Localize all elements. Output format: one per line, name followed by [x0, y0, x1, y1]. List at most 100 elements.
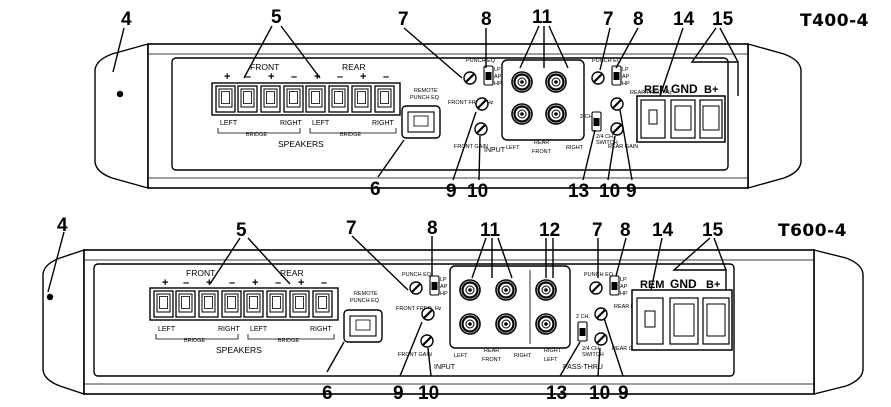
pass-thru-label: PASS-THRU	[563, 364, 603, 371]
callout-11: 11	[480, 220, 501, 241]
heatsink-right-cap	[813, 249, 864, 395]
ap-label-front: AP	[440, 284, 448, 290]
punch-eq-knob-rear[interactable]	[590, 70, 606, 86]
callout-9-rear: 9	[626, 181, 637, 202]
front-label: FRONT	[186, 268, 215, 278]
speakers-label: SPEAKERS	[278, 139, 324, 149]
rca-pass-thru-left[interactable]	[534, 312, 558, 336]
rear-gain-label: REAR GAIN	[608, 144, 638, 150]
gnd-label: GND	[671, 82, 698, 96]
plus-2: +	[268, 71, 274, 83]
rca-front-right[interactable]	[494, 312, 518, 336]
bridge-label-front: BRIDGE	[184, 338, 205, 344]
rca-left-label: LEFT	[506, 145, 520, 151]
ap-label-rear: AP	[622, 74, 630, 80]
front-gain-knob[interactable]	[473, 121, 489, 137]
amplifier-t600-4: FRONT REAR + – + – + – + – LEFT RIGHT LE…	[42, 215, 864, 404]
minus-3: –	[275, 277, 281, 289]
minus-2: –	[291, 71, 297, 83]
rear-freq-knob[interactable]	[609, 96, 625, 112]
rca-rear-right[interactable]	[544, 70, 568, 94]
rca-input-panel	[501, 59, 585, 141]
rca-pass-thru-right[interactable]	[534, 278, 558, 302]
minus-4: –	[383, 71, 389, 83]
callout-6: 6	[322, 383, 333, 404]
plus-4: +	[298, 277, 304, 289]
callout-14: 14	[652, 220, 674, 241]
callout-7-rear: 7	[592, 220, 603, 241]
lp-label-rear: LP	[622, 67, 629, 73]
rca-left-label: LEFT	[454, 353, 468, 359]
rca-rear-label: REAR	[534, 140, 549, 146]
callout-10-rear: 10	[599, 181, 620, 202]
front-freq-knob[interactable]	[474, 96, 490, 112]
ch-switch-label-2: 2/4 CH.	[596, 134, 615, 140]
amplifier-t400-4: FRONT REAR + – + – + – + – LEFT RIGHT LE…	[94, 7, 869, 202]
rca-rear-left[interactable]	[510, 70, 534, 94]
plus-1: +	[224, 71, 230, 83]
callout-9-front: 9	[393, 383, 404, 404]
rear-label: REAR	[280, 268, 304, 278]
front-gain-knob[interactable]	[419, 333, 435, 349]
rca-front-left[interactable]	[510, 102, 534, 126]
rear-gain-label: REAR GAIN	[612, 346, 642, 352]
callout-7-rear: 7	[603, 9, 614, 30]
remote-label: REMOTE	[414, 88, 438, 94]
rear-gain-knob[interactable]	[593, 331, 609, 347]
front-freq-knob[interactable]	[420, 306, 436, 322]
callout-4: 4	[57, 215, 68, 236]
front-gain-label: FRONT GAIN	[398, 352, 432, 358]
channel-switch[interactable]	[577, 321, 588, 342]
rca-front-left[interactable]	[458, 312, 482, 336]
rca-input-panel	[449, 265, 571, 349]
power-terminal-block	[636, 95, 726, 143]
minus-2: –	[229, 277, 235, 289]
bplus-label: B+	[706, 279, 720, 291]
right-label-rear: RIGHT	[310, 326, 333, 333]
rear-gain-knob[interactable]	[609, 121, 625, 137]
punch-eq-label-rear: PUNCH EQ	[584, 272, 614, 278]
left-label-rear: LEFT	[312, 120, 330, 127]
callout-15: 15	[702, 220, 724, 241]
punch-eq-knob-rear[interactable]	[588, 280, 604, 296]
plus-3: +	[252, 277, 258, 289]
punch-eq-label-rear: PUNCH EQ	[592, 58, 622, 64]
filter-switch-front[interactable]	[483, 65, 494, 86]
plus-2: +	[206, 277, 212, 289]
lp-label-rear: LP	[620, 277, 627, 283]
input-label: INPUT	[434, 364, 456, 371]
rear-freq-knob[interactable]	[593, 306, 609, 322]
plus-4: +	[360, 71, 366, 83]
speaker-terminal-block	[211, 82, 401, 116]
input-label: INPUT	[484, 147, 506, 154]
ch-switch-label-2: 2/4 CH.	[582, 346, 601, 352]
callout-13: 13	[546, 383, 567, 404]
rca-rear-right[interactable]	[494, 278, 518, 302]
callout-7-front: 7	[346, 218, 357, 239]
callout-8-rear: 8	[633, 9, 644, 30]
front-label: FRONT	[250, 62, 279, 72]
callout-7-front: 7	[398, 9, 409, 30]
heatsink-right-cap	[747, 43, 802, 189]
plus-1: +	[162, 277, 168, 289]
callout-12: 12	[539, 220, 560, 241]
rca-rear-left[interactable]	[458, 278, 482, 302]
model-label: T400-4	[800, 11, 869, 31]
filter-switch-rear[interactable]	[611, 65, 622, 86]
rca-front-right[interactable]	[544, 102, 568, 126]
filter-switch-front[interactable]	[429, 275, 440, 296]
right-label-front: RIGHT	[280, 120, 303, 127]
punch-eq-knob-front[interactable]	[408, 280, 424, 296]
bridge-label-rear: BRIDGE	[278, 338, 299, 344]
bridge-label-front: BRIDGE	[246, 132, 267, 138]
callout-5: 5	[236, 220, 247, 241]
callout-11: 11	[532, 7, 553, 28]
remote-punch-eq-jack[interactable]	[343, 309, 383, 343]
remote-label: REMOTE	[354, 291, 378, 297]
model-label: T600-4	[778, 221, 847, 241]
callout-15: 15	[712, 9, 734, 30]
callout-9-rear: 9	[618, 383, 629, 404]
filter-switch-rear[interactable]	[609, 275, 620, 296]
remote-punch-eq-jack[interactable]	[401, 105, 441, 139]
punch-eq-knob-front[interactable]	[462, 70, 478, 86]
